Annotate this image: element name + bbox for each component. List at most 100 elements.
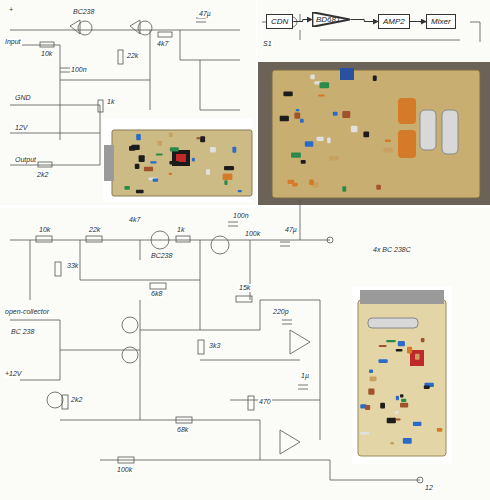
pcb-photo bbox=[103, 118, 253, 202]
photo-components bbox=[156, 153, 163, 155]
photo-components bbox=[327, 138, 330, 144]
photo-components bbox=[424, 385, 430, 389]
pcb-photo bbox=[352, 286, 452, 464]
photo-components bbox=[387, 418, 396, 423]
photo-components bbox=[232, 147, 236, 153]
component-value: 4k7 bbox=[156, 40, 169, 48]
component-value: 22k bbox=[88, 226, 101, 234]
pcb-photo bbox=[340, 68, 354, 80]
photo-components bbox=[385, 140, 391, 142]
component-value: 1k bbox=[176, 226, 185, 234]
photo-components bbox=[384, 148, 393, 153]
component-value: 3k3 bbox=[208, 342, 221, 350]
photo-components bbox=[124, 186, 129, 190]
pencil-wires bbox=[176, 417, 192, 423]
photo-components bbox=[368, 388, 374, 394]
pencil-wires bbox=[417, 477, 423, 483]
photo-components bbox=[196, 137, 200, 139]
photo-components bbox=[301, 160, 306, 164]
paper-panels bbox=[258, 0, 490, 62]
pcb-photo bbox=[104, 145, 114, 181]
photo-components bbox=[320, 82, 330, 88]
photo-components bbox=[206, 169, 210, 175]
block-label: CDN bbox=[271, 17, 288, 26]
component-value: 2k2 bbox=[36, 171, 49, 179]
pencil-wires bbox=[150, 283, 166, 289]
component-value: Input bbox=[4, 38, 22, 46]
pcb-photo bbox=[398, 98, 416, 124]
pencil-wires bbox=[236, 296, 252, 302]
component-value: BC238 bbox=[150, 252, 173, 260]
paper-panels bbox=[256, 0, 258, 206]
component-value: 1µ bbox=[300, 372, 310, 380]
pencil-wires bbox=[118, 50, 123, 64]
pencil-wires bbox=[60, 18, 206, 72]
pencil-wires bbox=[62, 395, 68, 409]
photo-components bbox=[396, 418, 401, 420]
component-value: 68k bbox=[176, 426, 189, 434]
photo-components bbox=[342, 111, 350, 118]
photo-components bbox=[292, 183, 298, 187]
photo-components bbox=[318, 94, 325, 96]
pcb-photo bbox=[368, 318, 418, 328]
photo-components bbox=[300, 119, 304, 123]
photo-components bbox=[283, 91, 292, 96]
photo-components bbox=[398, 341, 405, 346]
photo-components bbox=[224, 166, 234, 170]
pcb-photo bbox=[420, 110, 436, 150]
photo-components bbox=[310, 75, 314, 80]
pencil-wires bbox=[228, 222, 308, 389]
component-value: 12V bbox=[14, 124, 28, 132]
photo-components bbox=[437, 428, 443, 432]
pencil-wires bbox=[248, 396, 254, 410]
component-value: 100k bbox=[244, 230, 261, 238]
pencil-wires bbox=[70, 20, 140, 34]
pencil-wires bbox=[158, 32, 172, 37]
photo-components bbox=[379, 359, 388, 363]
pencil-wires bbox=[118, 457, 134, 463]
photo-components bbox=[401, 399, 406, 402]
photo-components bbox=[291, 152, 301, 157]
pencil-wires bbox=[122, 317, 138, 333]
block-label: Mixer bbox=[431, 17, 451, 26]
photo-components bbox=[150, 161, 157, 163]
component-value: 47µ bbox=[284, 226, 298, 234]
photo-components bbox=[365, 405, 370, 410]
component-value: BC238 bbox=[72, 8, 95, 16]
photo-components bbox=[169, 161, 179, 165]
photo-components bbox=[403, 438, 412, 444]
pencil-wires bbox=[40, 42, 54, 47]
component-value: 22k bbox=[126, 52, 139, 60]
pcb-photo bbox=[112, 130, 252, 196]
photo-components bbox=[157, 141, 162, 146]
pencil-wires bbox=[78, 21, 92, 35]
pencil-wires bbox=[10, 14, 480, 483]
component-value: BC 238 bbox=[10, 328, 35, 336]
pencil-wires bbox=[211, 236, 229, 254]
photo-components bbox=[407, 347, 412, 354]
photo-components bbox=[309, 179, 314, 185]
pencil-wires bbox=[86, 236, 102, 242]
photo-components bbox=[144, 167, 153, 171]
photo-components bbox=[413, 422, 422, 426]
photo-components bbox=[400, 403, 408, 408]
pcb-photo bbox=[398, 130, 416, 158]
component-value: 470 bbox=[258, 398, 272, 406]
block-label: AMP2 bbox=[383, 17, 405, 26]
photo-components bbox=[351, 126, 358, 133]
photo-components bbox=[124, 75, 442, 445]
pcb-photo bbox=[272, 70, 480, 198]
paper-panels bbox=[0, 205, 490, 208]
pencil-wires bbox=[38, 162, 52, 167]
photo-components bbox=[390, 442, 394, 445]
component-value: 10k bbox=[38, 226, 51, 234]
pencil-wires bbox=[47, 392, 63, 408]
paper-panels bbox=[0, 0, 256, 205]
photo-components bbox=[396, 349, 403, 351]
photo-components bbox=[317, 137, 324, 141]
photo-components bbox=[396, 396, 399, 401]
photo-components bbox=[169, 173, 173, 175]
